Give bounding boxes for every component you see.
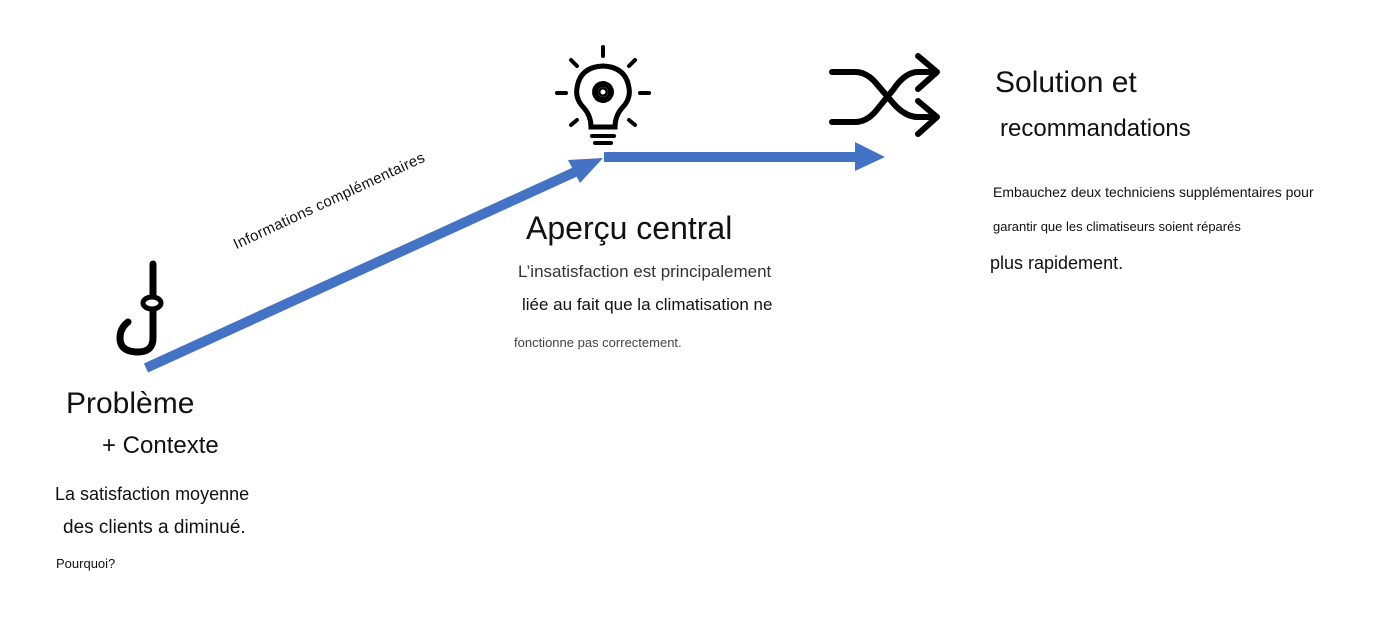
insight-title: Aperçu central (526, 210, 733, 246)
lightbulb-gear-icon (555, 45, 651, 145)
solution-text-3: plus rapidement. (990, 253, 1124, 273)
problem-text-1: La satisfaction moyenne (55, 484, 250, 504)
insight-text-3: fonctionne pas correctement. (514, 335, 682, 350)
shuffle-icon (829, 53, 940, 137)
insight-text-1: L’insatisfaction est principalement (518, 262, 772, 281)
horizontal-arrow (604, 142, 885, 171)
solution-text-1: Embauchez deux techniciens supplémentair… (993, 184, 1314, 200)
solution-title-1: Solution et (995, 66, 1137, 99)
problem-subtitle: + Contexte (102, 432, 219, 459)
problem-text-2: des clients a diminué. (63, 517, 246, 538)
diagonal-arrow (143, 158, 603, 373)
insight-text-2: liée au fait que la climatisation ne (522, 295, 773, 314)
solution-text-2: garantir que les climatiseurs soient rép… (993, 219, 1241, 234)
problem-title: Problème (66, 387, 195, 420)
solution-title-2: recommandations (1000, 115, 1191, 142)
hook-icon (116, 260, 164, 356)
problem-question: Pourquoi? (56, 556, 116, 571)
